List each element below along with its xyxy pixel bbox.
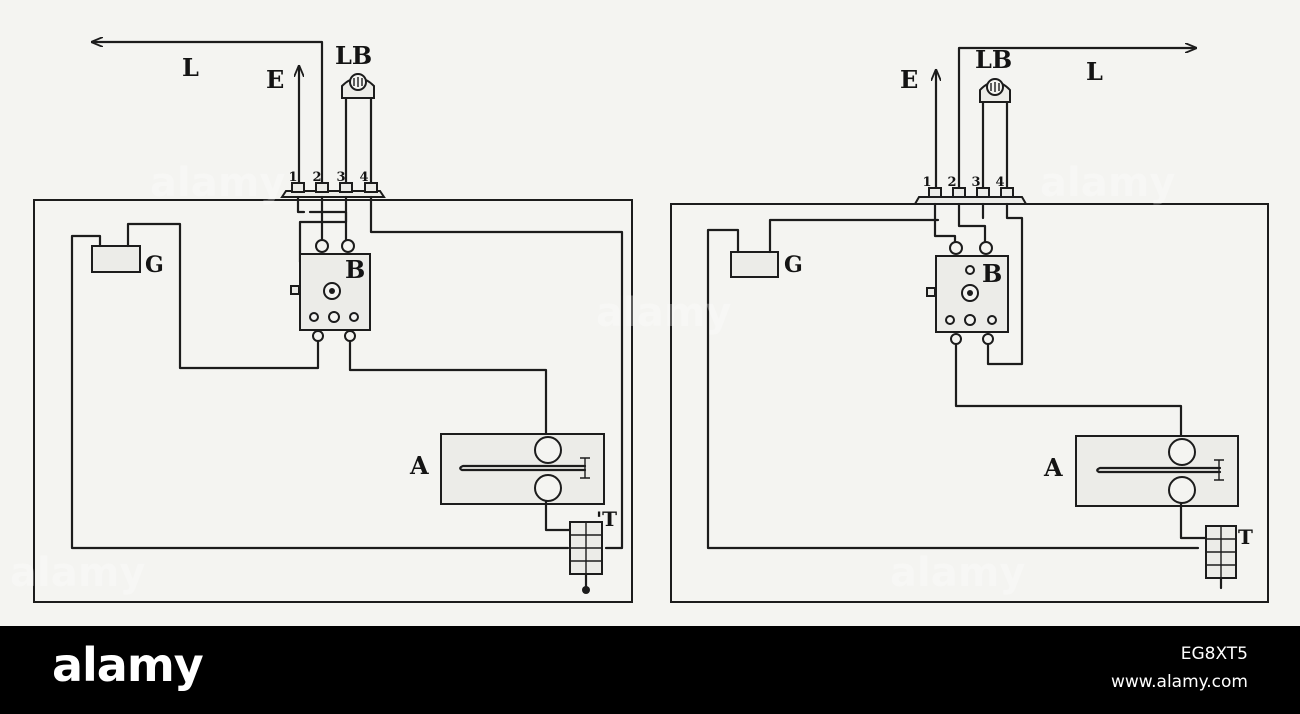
right-terminal-4: 4	[995, 175, 1004, 190]
watermark: alamy	[10, 550, 145, 596]
left-terminal-strip	[280, 182, 386, 198]
left-battery-wire-a	[70, 234, 570, 550]
left-switch-box	[290, 239, 371, 342]
right-line-wire	[957, 48, 1198, 190]
left-battery-label: G	[145, 252, 164, 278]
left-terminal-4: 4	[359, 170, 368, 185]
left-key-icon	[569, 521, 603, 594]
right-terminal-2: 2	[947, 175, 956, 190]
right-bell-icon	[979, 78, 1011, 103]
right-bell-return-wire	[981, 202, 1024, 366]
right-bell-wires	[981, 92, 1009, 190]
left-instrument	[440, 433, 605, 505]
right-terminal-1: 1	[922, 175, 931, 190]
left-terminal-1: 1	[288, 170, 297, 185]
left-box-label: B	[345, 255, 365, 284]
left-line-label: L	[182, 53, 199, 82]
right-box-label: B	[982, 259, 1002, 288]
left-bell-label: LB	[335, 41, 372, 70]
left-battery-wire-b	[126, 222, 320, 370]
left-earth-label: E	[266, 65, 284, 94]
left-bell-wires	[344, 88, 373, 185]
left-line-wire	[90, 42, 324, 185]
right-circuit	[670, 48, 1269, 603]
left-instrument-label: A	[409, 451, 429, 480]
watermark: alamy	[596, 290, 731, 336]
watermark: alamy	[150, 160, 285, 206]
telegraph-diagram: L E LB 1 2 3 4 G B A 'T L E LB 1 2 3 4 G…	[10, 0, 1269, 603]
right-instrument-wire	[954, 343, 1183, 442]
left-terminal-2: 2	[312, 170, 321, 185]
left-key-wire	[544, 500, 576, 532]
right-key-label: T	[1238, 525, 1253, 549]
right-battery-wire-b	[768, 218, 940, 254]
watermark: alamy	[890, 550, 1025, 596]
right-battery-wire-a	[706, 228, 1200, 550]
left-bell-icon	[341, 73, 375, 99]
right-key-icon	[1205, 525, 1237, 590]
right-key-wire	[1179, 502, 1208, 540]
brand-logo[interactable]: alamy	[52, 638, 204, 692]
left-instrument-wire	[348, 339, 548, 440]
right-battery-label: G	[784, 252, 803, 278]
right-instrument-label: A	[1043, 453, 1063, 482]
watermark: alamy	[1040, 160, 1175, 206]
left-bell-return-wire	[320, 195, 624, 550]
left-terminal-3: 3	[336, 170, 345, 185]
right-earth-label: E	[900, 65, 918, 94]
right-bell-label: LB	[975, 45, 1012, 74]
left-battery-cell	[91, 245, 141, 273]
right-instrument	[1075, 435, 1239, 507]
image-id: EG8XT5	[1180, 644, 1248, 664]
right-switch-box	[926, 241, 1009, 345]
right-line-label: L	[1086, 57, 1103, 86]
right-terminal-strip	[913, 187, 1028, 205]
right-terminal-3: 3	[971, 175, 980, 190]
site-url[interactable]: www.alamy.com	[1110, 672, 1248, 692]
right-battery-cell	[730, 251, 779, 278]
footer-bar: alamy EG8XT5 www.alamy.com	[0, 626, 1300, 714]
left-circuit	[33, 42, 633, 603]
left-key-label: 'T	[596, 507, 617, 531]
